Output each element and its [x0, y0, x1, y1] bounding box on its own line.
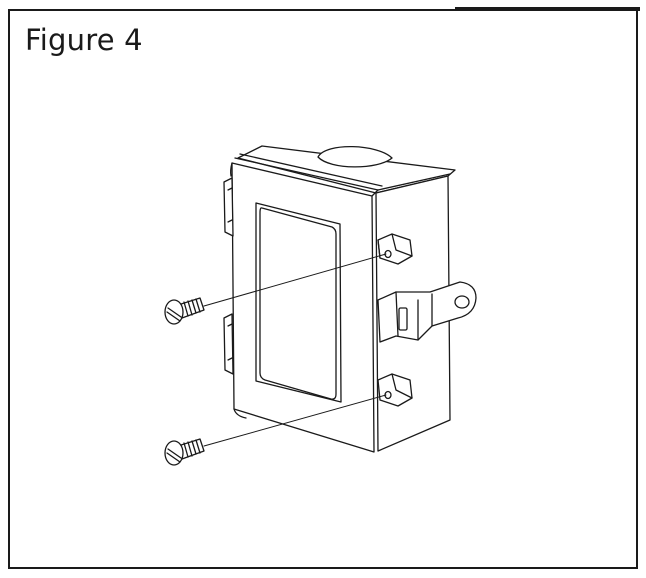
- front-window: [256, 203, 341, 402]
- guide-line-upper: [204, 254, 386, 306]
- hinge-top: [224, 178, 233, 236]
- screw-upper: [165, 298, 204, 324]
- hinge-bottom: [224, 314, 233, 374]
- screw-lower: [165, 439, 204, 465]
- figure-title: Figure 4: [25, 23, 143, 57]
- screw-boss-upper: [378, 234, 412, 264]
- mounting-bracket: [378, 282, 476, 342]
- guide-line-lower: [204, 395, 386, 446]
- screw-boss-lower: [378, 374, 412, 406]
